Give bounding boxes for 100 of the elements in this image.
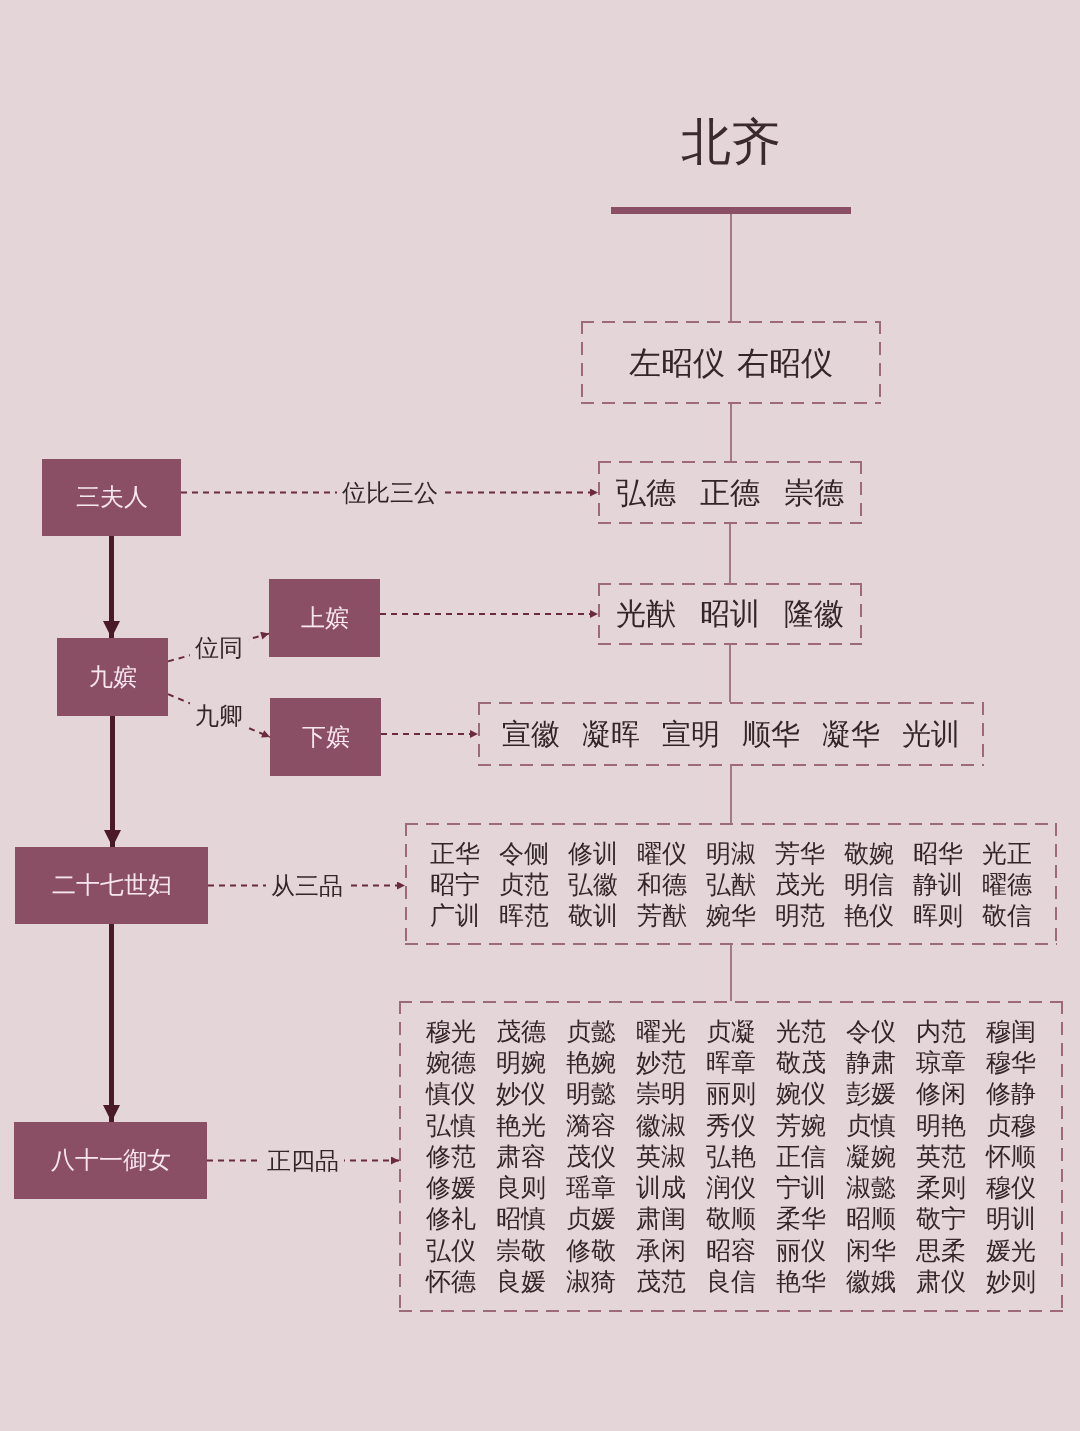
consort-title: 敬茂 (776, 1046, 826, 1079)
consort-title: 明艳 (916, 1109, 966, 1141)
connector-line (730, 944, 732, 1002)
consort-title: 茂光 (775, 868, 825, 900)
consort-title: 茂范 (636, 1266, 686, 1298)
consort-title: 徽娥 (846, 1266, 896, 1298)
consort-title: 修训 (568, 837, 618, 869)
rank-label: 下嫔 (301, 722, 350, 752)
consort-title: 闲华 (846, 1234, 896, 1267)
rank-label: 二十七世妇 (51, 871, 172, 900)
consort-title: 敬婉 (844, 837, 894, 869)
consort-title: 慎仪 (426, 1078, 476, 1110)
consort-title: 修敬 (566, 1234, 616, 1267)
consort-title: 良则 (496, 1172, 546, 1204)
consort-title: 贞媛 (566, 1203, 616, 1235)
title-underline-bar (611, 207, 851, 214)
consort-title: 丽仪 (776, 1234, 826, 1267)
consort-title: 昭容 (706, 1234, 756, 1267)
consort-title: 明范 (775, 899, 825, 931)
diagram-title: 北齐 (680, 112, 782, 172)
consort-title: 广训 (430, 899, 480, 931)
title-list-box (598, 461, 862, 524)
consort-title: 光训 (902, 715, 960, 753)
consort-title: 芳华 (775, 837, 825, 869)
consort-title: 弘慎 (426, 1109, 476, 1141)
consort-title: 良信 (706, 1266, 756, 1298)
consort-title: 正德 (700, 473, 760, 512)
title-list-box (399, 1001, 1063, 1312)
consort-title: 明训 (986, 1203, 1036, 1235)
consort-title: 淑懿 (846, 1172, 896, 1204)
consort-title: 崇明 (636, 1078, 686, 1110)
rank-box (14, 1122, 207, 1199)
consort-title: 妙则 (986, 1266, 1036, 1298)
consort-title: 昭慎 (496, 1203, 546, 1235)
consort-title: 敬宁 (916, 1203, 966, 1235)
consort-title: 芳婉 (776, 1109, 826, 1141)
consort-title: 弘德 (616, 473, 676, 512)
consort-title: 琼章 (916, 1046, 966, 1079)
consort-title: 和德 (637, 868, 687, 900)
rank-box (57, 638, 168, 716)
consort-title: 芳猷 (637, 899, 687, 931)
title-list-box (405, 823, 1057, 945)
consort-title: 顺华 (742, 715, 800, 753)
consort-title: 昭顺 (846, 1203, 896, 1235)
consort-title: 徽淑 (636, 1109, 686, 1141)
consort-title: 晖范 (499, 899, 549, 931)
consort-title: 令仪 (846, 1015, 896, 1047)
consort-title: 柔华 (776, 1203, 826, 1235)
consort-title: 弘徽 (568, 868, 618, 900)
consort-title: 艳仪 (844, 899, 894, 931)
consort-title: 贞凝 (706, 1015, 756, 1047)
consort-title: 敬训 (568, 899, 618, 931)
consort-title: 润仪 (706, 1172, 756, 1204)
consort-title: 明信 (844, 868, 894, 900)
consort-title: 贞慎 (846, 1109, 896, 1141)
consort-title: 贞穆 (986, 1109, 1036, 1141)
consort-title: 崇德 (784, 473, 844, 512)
arrow (103, 924, 120, 1122)
consort-title: 穆闺 (986, 1015, 1036, 1047)
consort-title: 左昭仪 (629, 342, 725, 383)
arrow (104, 716, 121, 847)
consort-title: 丽则 (706, 1078, 756, 1110)
dashed-arrow (379, 610, 599, 618)
rank-box (15, 847, 208, 924)
consort-title: 静训 (913, 868, 963, 900)
consort-title: 婉华 (706, 899, 756, 931)
consort-title: 昭华 (913, 837, 963, 869)
consort-title: 晖章 (706, 1046, 756, 1079)
consort-title: 艳华 (776, 1266, 826, 1298)
consort-title: 艳婉 (566, 1046, 616, 1079)
consort-title: 承闲 (636, 1234, 686, 1267)
edge-label: 九卿 (190, 700, 248, 731)
consort-title: 训成 (636, 1172, 686, 1204)
consort-title: 宣明 (662, 715, 720, 753)
connector-line (730, 403, 732, 462)
consort-title: 怀顺 (986, 1140, 1036, 1173)
consort-title: 凝婉 (846, 1140, 896, 1173)
consort-title: 修范 (426, 1140, 476, 1173)
consort-title: 英淑 (636, 1140, 686, 1173)
consort-title: 思柔 (916, 1234, 966, 1267)
consort-title: 宁训 (776, 1172, 826, 1204)
consort-title: 肃仪 (916, 1266, 966, 1298)
arrow (103, 536, 120, 638)
consort-title: 凝华 (822, 715, 880, 753)
consort-title: 茂德 (496, 1015, 546, 1047)
consort-title: 婉仪 (776, 1078, 826, 1110)
consort-title: 彭媛 (846, 1078, 896, 1110)
consort-title: 淑猗 (566, 1266, 616, 1298)
consort-title: 令侧 (499, 837, 549, 869)
rank-label: 九嫔 (88, 662, 137, 692)
connector-line (729, 523, 731, 584)
consort-title: 明婉 (496, 1046, 546, 1079)
consort-title: 媛光 (986, 1234, 1036, 1267)
consort-title: 肃容 (496, 1140, 546, 1173)
consort-title: 修媛 (426, 1172, 476, 1204)
consort-title: 静肃 (846, 1046, 896, 1079)
consort-title: 曜仪 (637, 837, 687, 869)
consort-title: 内范 (916, 1015, 966, 1047)
consort-title: 漪容 (566, 1109, 616, 1141)
title-list-box (478, 702, 984, 766)
